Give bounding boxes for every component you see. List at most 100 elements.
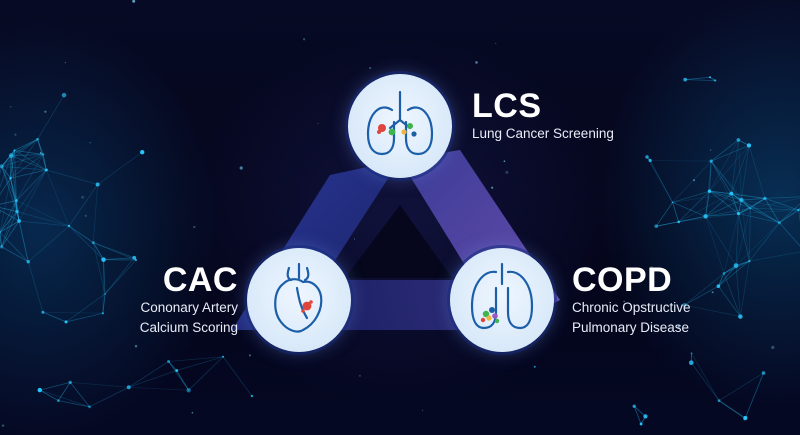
- network-node: [167, 360, 171, 363]
- network-link: [68, 225, 104, 260]
- star-dot: [64, 61, 67, 64]
- star-dot: [10, 106, 12, 108]
- network-link: [749, 222, 780, 262]
- star-dot: [495, 42, 497, 44]
- network-link: [718, 265, 737, 287]
- star-dot: [709, 149, 712, 151]
- cac-description-line-2: Calcium Scoring: [139, 320, 238, 335]
- network-link: [656, 221, 679, 227]
- network-link: [710, 160, 739, 214]
- network-link: [723, 273, 741, 317]
- network-link: [92, 242, 106, 295]
- cac-description-line-1: Cononary Artery: [140, 300, 238, 315]
- network-link: [750, 198, 766, 209]
- network-node: [13, 149, 16, 152]
- network-link: [672, 160, 712, 203]
- network-link: [705, 191, 710, 217]
- network-link: [18, 220, 29, 262]
- network-node: [132, 255, 137, 260]
- network-link: [10, 155, 17, 201]
- network-link: [58, 382, 71, 401]
- network-link: [709, 190, 739, 214]
- network-node: [101, 312, 104, 315]
- network-link: [10, 150, 15, 179]
- network-link: [741, 199, 799, 211]
- network-link: [104, 257, 135, 295]
- network-link: [0, 200, 17, 233]
- network-link: [646, 156, 673, 203]
- network-link: [102, 293, 106, 314]
- network-link: [0, 220, 20, 233]
- network-link: [750, 197, 800, 209]
- network-link: [14, 138, 38, 151]
- network-link: [779, 222, 800, 247]
- network-link: [1, 155, 12, 167]
- network-node: [0, 164, 4, 169]
- network-node: [135, 259, 137, 261]
- network-link: [738, 207, 751, 214]
- network-node: [746, 143, 752, 148]
- network-node: [0, 245, 4, 249]
- network-node: [677, 220, 680, 224]
- star-dot: [579, 138, 581, 140]
- network-node: [738, 314, 743, 319]
- network-link: [672, 202, 706, 217]
- network-link: [744, 372, 764, 419]
- network-node: [632, 404, 636, 408]
- network-node: [14, 199, 18, 203]
- network-node: [648, 158, 652, 163]
- network-link: [739, 261, 750, 317]
- star-dot: [191, 411, 194, 414]
- network-link: [730, 139, 739, 194]
- network-link: [92, 242, 104, 260]
- star-dot: [89, 142, 91, 144]
- network-link: [1, 166, 17, 201]
- network-link: [14, 149, 44, 155]
- network-link: [684, 304, 741, 317]
- network-link: [718, 400, 746, 419]
- network-node: [533, 365, 536, 368]
- star-dot: [475, 61, 478, 64]
- network-link: [738, 209, 799, 215]
- network-link: [723, 265, 737, 274]
- network-node: [101, 257, 106, 262]
- network-link: [39, 389, 59, 401]
- copd-title: COPD: [572, 261, 673, 299]
- network-node: [8, 153, 14, 158]
- network-link: [92, 184, 99, 243]
- network-link: [718, 400, 746, 419]
- network-node: [682, 303, 687, 307]
- star-dot: [14, 133, 17, 137]
- network-link: [97, 151, 143, 185]
- star-dot: [505, 170, 509, 174]
- network-node: [736, 212, 741, 216]
- network-link: [1, 246, 29, 263]
- network-link: [37, 94, 65, 140]
- network-node: [749, 207, 752, 210]
- network-link: [42, 311, 103, 314]
- network-node: [140, 150, 145, 155]
- network-link: [10, 169, 47, 179]
- network-link: [750, 207, 799, 211]
- network-link: [93, 242, 137, 261]
- cac-label: CAC Cononary Artery Calcium Scoring: [116, 262, 238, 338]
- network-node: [67, 224, 71, 228]
- network-link: [168, 361, 178, 371]
- network-link: [222, 356, 253, 397]
- network-node: [777, 221, 781, 225]
- network-link: [737, 139, 742, 200]
- network-link: [0, 211, 18, 233]
- network-node: [645, 155, 649, 159]
- star-dot: [711, 291, 714, 294]
- network-node: [743, 415, 748, 420]
- network-link: [102, 259, 104, 314]
- network-link: [731, 193, 780, 224]
- network-link: [718, 260, 750, 287]
- network-link: [16, 169, 47, 201]
- network-node: [15, 209, 19, 214]
- network-link: [740, 199, 750, 262]
- network-link: [0, 232, 29, 263]
- network-link: [104, 259, 137, 295]
- star-dot: [0, 210, 2, 213]
- network-link: [709, 190, 732, 195]
